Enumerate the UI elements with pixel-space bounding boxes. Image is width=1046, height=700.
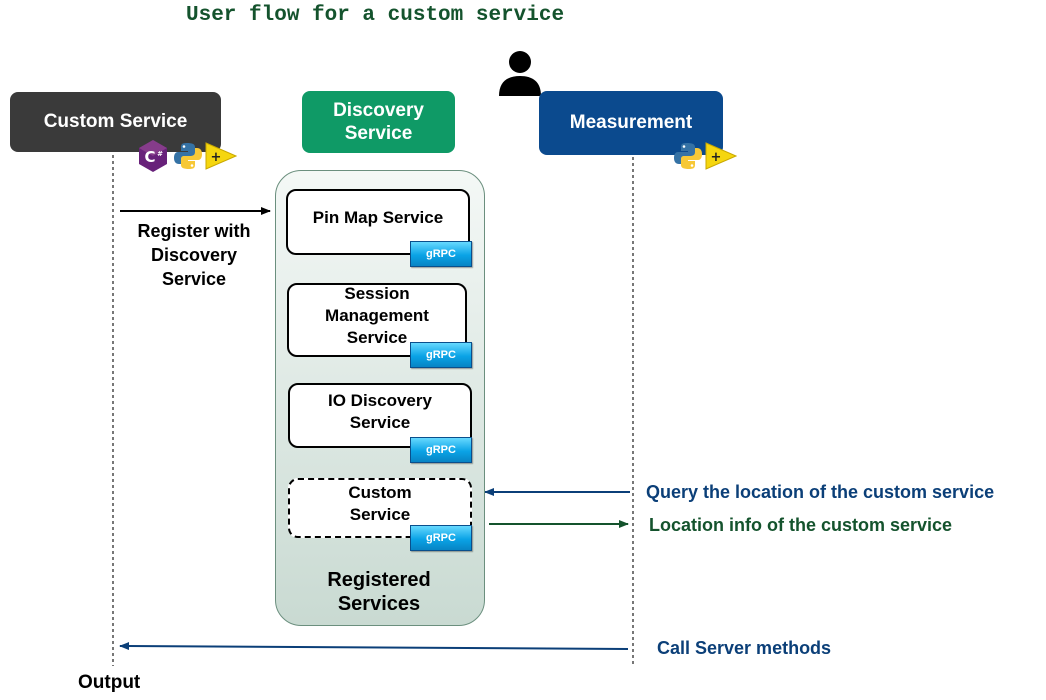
python-icon	[174, 143, 202, 169]
diagram-title: User flow for a custom service	[186, 4, 565, 27]
csharp-icon: C #	[139, 140, 167, 172]
labview-icon: +	[705, 142, 737, 170]
user-icon	[499, 51, 541, 96]
service-name: Pin Map Service	[312, 208, 444, 227]
svg-text:C: C	[144, 148, 155, 166]
measurement-box: Measurement	[539, 91, 723, 155]
service-name: Session Management Service	[325, 284, 429, 347]
grpc-badge: gRPC	[410, 342, 472, 368]
register-label: Register with Discovery Service	[137, 221, 251, 289]
registered-services-label: Registered Services	[327, 569, 431, 615]
custom-service-box: Custom Service	[10, 92, 221, 152]
svg-text:#: #	[157, 150, 163, 158]
service-name: Custom Service	[348, 483, 412, 524]
svg-text:+: +	[211, 150, 222, 165]
grpc-badge: gRPC	[410, 525, 472, 551]
service-name: IO Discovery Service	[328, 390, 432, 432]
python-icon	[674, 143, 702, 169]
labview-icon: +	[205, 142, 237, 170]
svg-text:+: +	[711, 150, 722, 165]
grpc-badge: gRPC	[410, 437, 472, 463]
output-label: Output	[78, 672, 141, 693]
call-arrow	[119, 642, 629, 651]
location-label: Location info of the custom service	[649, 515, 953, 535]
call-label: Call Server methods	[657, 638, 832, 658]
grpc-badge: gRPC	[410, 241, 472, 267]
query-label: Query the location of the custom service	[646, 482, 995, 502]
discovery-service-box: Discovery Service	[302, 91, 455, 153]
